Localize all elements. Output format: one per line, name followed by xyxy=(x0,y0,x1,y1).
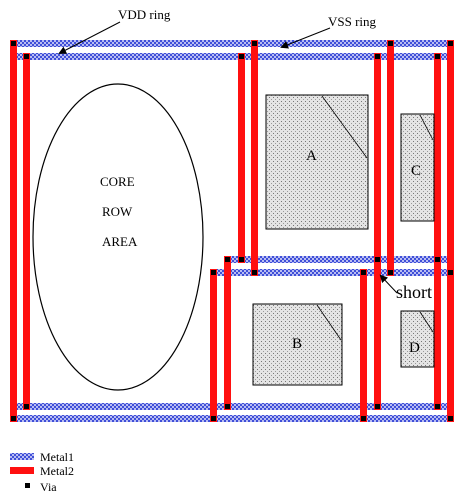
block-d: D xyxy=(400,310,435,368)
via xyxy=(435,257,440,262)
metal1-rails xyxy=(10,40,454,422)
middle-rail-upper xyxy=(224,256,448,263)
core-row-area xyxy=(32,83,204,391)
lower-stripe-4 xyxy=(374,256,381,410)
legend-via-swatch xyxy=(25,483,30,488)
vss-ring-left-stripe xyxy=(23,53,30,410)
block-c-label: C xyxy=(411,163,421,179)
via xyxy=(11,416,16,421)
legend-metal2-label: Metal2 xyxy=(40,464,74,478)
via xyxy=(361,416,366,421)
vdd-ring-right-stripe xyxy=(447,40,454,422)
via xyxy=(211,416,216,421)
via xyxy=(448,41,453,46)
legend: Metal1 Metal2 Via xyxy=(10,450,74,494)
upper-stripe-3 xyxy=(374,53,381,263)
via xyxy=(11,41,16,46)
core-label-line2: ROW xyxy=(102,204,133,219)
via xyxy=(361,270,366,275)
block-a-label: A xyxy=(306,148,317,164)
via xyxy=(239,257,244,262)
via xyxy=(375,54,380,59)
metal2-stripes xyxy=(10,40,454,422)
short-label: short xyxy=(396,282,432,302)
via xyxy=(435,54,440,59)
legend-metal2-swatch xyxy=(10,467,34,474)
via xyxy=(448,270,453,275)
vias xyxy=(11,41,453,421)
vss-ring-right-stripe xyxy=(434,53,441,410)
block-c: C xyxy=(400,113,435,222)
via xyxy=(211,270,216,275)
vdd-ring-left-stripe xyxy=(10,40,17,422)
via xyxy=(225,404,230,409)
vdd-ring-bottom-rail xyxy=(10,415,454,422)
legend-metal1-swatch xyxy=(10,453,34,460)
via xyxy=(435,404,440,409)
via xyxy=(388,270,393,275)
block-a: A xyxy=(265,94,369,230)
vss-ring-arrow xyxy=(280,27,331,49)
vss-ring-label: VSS ring xyxy=(328,14,377,29)
middle-rail-lower xyxy=(210,269,454,276)
via xyxy=(375,257,380,262)
via xyxy=(225,257,230,262)
upper-stripe-4 xyxy=(387,40,394,276)
via xyxy=(252,41,257,46)
via xyxy=(448,416,453,421)
upper-stripe-1 xyxy=(238,53,245,263)
legend-metal1-label: Metal1 xyxy=(40,450,74,464)
legend-via-label: Via xyxy=(40,480,57,494)
block-d-label: D xyxy=(409,340,420,356)
vdd-ring-top-rail xyxy=(10,40,454,47)
vss-ring-top-rail xyxy=(16,53,448,60)
upper-stripe-2 xyxy=(251,40,258,276)
core-label-line1: CORE xyxy=(100,174,135,189)
via xyxy=(239,54,244,59)
via xyxy=(388,41,393,46)
block-b-label: B xyxy=(292,336,302,352)
block-b: B xyxy=(252,303,343,386)
via xyxy=(375,404,380,409)
lower-stripe-3 xyxy=(360,269,367,422)
via xyxy=(24,404,29,409)
lower-stripe-2 xyxy=(224,256,231,410)
via xyxy=(24,54,29,59)
via xyxy=(252,270,257,275)
vss-ring-bottom-rail xyxy=(16,403,448,410)
lower-stripe-1 xyxy=(210,269,217,422)
vdd-ring-arrow xyxy=(58,21,121,54)
short-arrow xyxy=(379,274,398,294)
core-label-line3: AREA xyxy=(102,234,138,249)
vdd-ring-label: VDD ring xyxy=(118,7,171,22)
